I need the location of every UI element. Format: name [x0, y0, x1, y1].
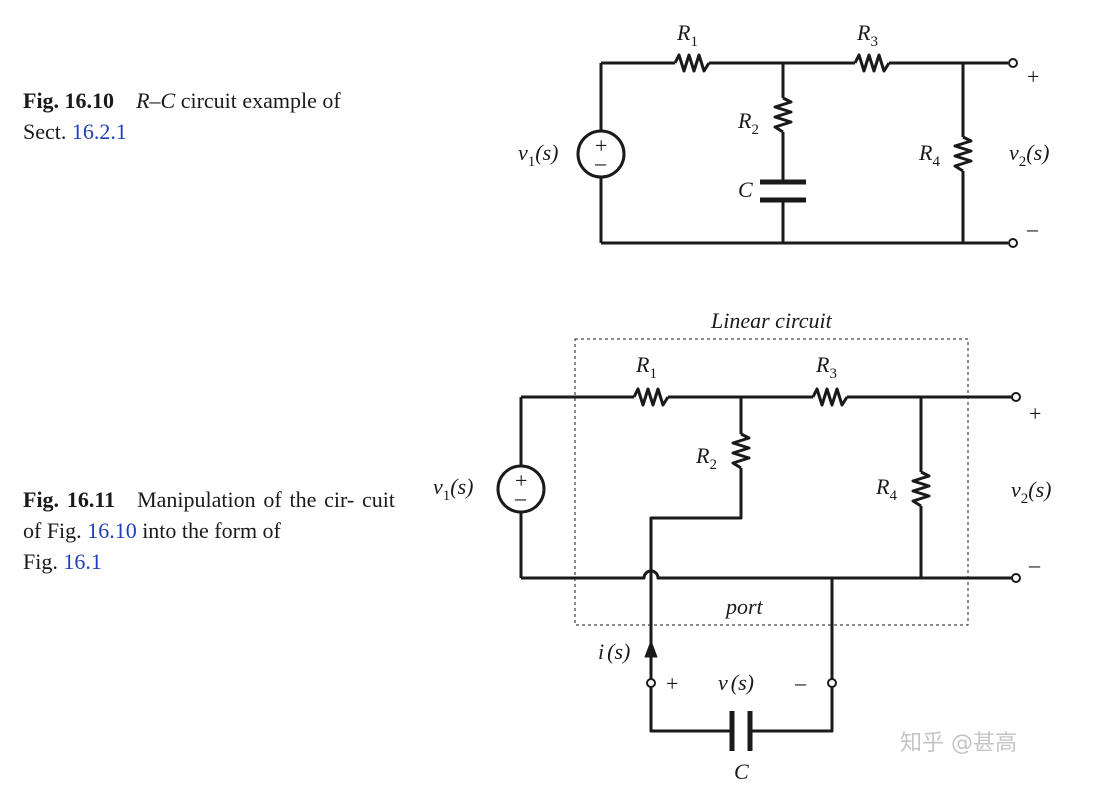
label-port-voltage: v(s) — [718, 670, 754, 695]
terminal-plus — [1008, 58, 1018, 68]
source-minus: – — [594, 150, 607, 175]
terminal-plus — [1011, 392, 1021, 402]
fig-16-11-label: Fig. 16.11 — [23, 487, 116, 512]
label-r2: R2 — [695, 443, 717, 473]
terminal-minus — [1008, 238, 1018, 248]
circuit-2 — [496, 338, 1021, 751]
label-linear-circuit: Linear circuit — [710, 308, 833, 333]
resistor-r4 — [911, 470, 931, 508]
label-c: C — [738, 177, 753, 202]
voltage-source-v1 — [496, 464, 546, 514]
fig-16-10-link[interactable]: 16.10 — [87, 518, 137, 543]
wire — [649, 686, 834, 733]
fig-16-1-link[interactable]: 16.1 — [63, 549, 102, 574]
resistor-r2 — [773, 96, 793, 134]
linear-circuit-box — [574, 338, 969, 626]
label-r4: R4 — [918, 140, 940, 170]
capacitor-c — [760, 179, 806, 203]
current-arrow — [644, 640, 658, 658]
sect-16-2-1-link[interactable]: 16.2.1 — [71, 119, 127, 144]
fig-16-10-label: Fig. 16.10 — [23, 88, 115, 113]
circuit-1 — [576, 53, 1018, 248]
voltage-source-v1 — [576, 129, 626, 179]
label-c: C — [734, 759, 749, 784]
port-minus: – — [794, 670, 807, 695]
fig-16-10-rc: R–C — [136, 88, 176, 113]
resistor-r3 — [853, 53, 891, 73]
resistor-r4 — [953, 135, 973, 173]
resistor-r1 — [673, 53, 711, 73]
wire — [649, 468, 743, 682]
label-r1: R1 — [676, 20, 698, 50]
resistor-r1 — [632, 387, 670, 407]
source-plus: + — [515, 468, 527, 493]
circuit-1-labels: R1 R3 R2 C R4 v1(s) v2(s) + – + – — [518, 20, 1049, 241]
circuit-2-labels: Linear circuit port R1 R3 R2 R4 v1(s) v2… — [433, 308, 1051, 784]
label-v1: v1(s) — [518, 140, 558, 170]
watermark: 知乎 @甚高 — [900, 731, 1017, 756]
label-r1: R1 — [635, 352, 657, 382]
label-r3: R3 — [815, 352, 837, 382]
label-minus: – — [1028, 552, 1041, 577]
port-terminal-plus — [646, 678, 656, 688]
watermark-text: 知乎 @甚高 — [900, 731, 1017, 756]
resistor-r2 — [731, 432, 751, 470]
capacitor-c — [729, 711, 753, 751]
label-plus: + — [1027, 64, 1039, 89]
label-r3: R3 — [856, 20, 878, 50]
label-minus: – — [1026, 216, 1039, 241]
label-r2: R2 — [737, 108, 759, 138]
label-plus: + — [1029, 401, 1041, 426]
wire — [521, 569, 1012, 580]
terminal-minus — [1011, 573, 1021, 583]
source-plus: + — [595, 133, 607, 158]
label-current: i(s) — [598, 639, 630, 664]
label-v2: v2(s) — [1009, 140, 1049, 170]
label-r4: R4 — [875, 474, 897, 504]
label-v2: v2(s) — [1011, 477, 1051, 507]
port-plus: + — [666, 671, 678, 696]
port-terminal-minus — [827, 678, 837, 688]
resistor-r3 — [811, 387, 849, 407]
source-minus: – — [514, 485, 527, 510]
label-v1: v1(s) — [433, 474, 473, 504]
label-port: port — [724, 594, 764, 619]
